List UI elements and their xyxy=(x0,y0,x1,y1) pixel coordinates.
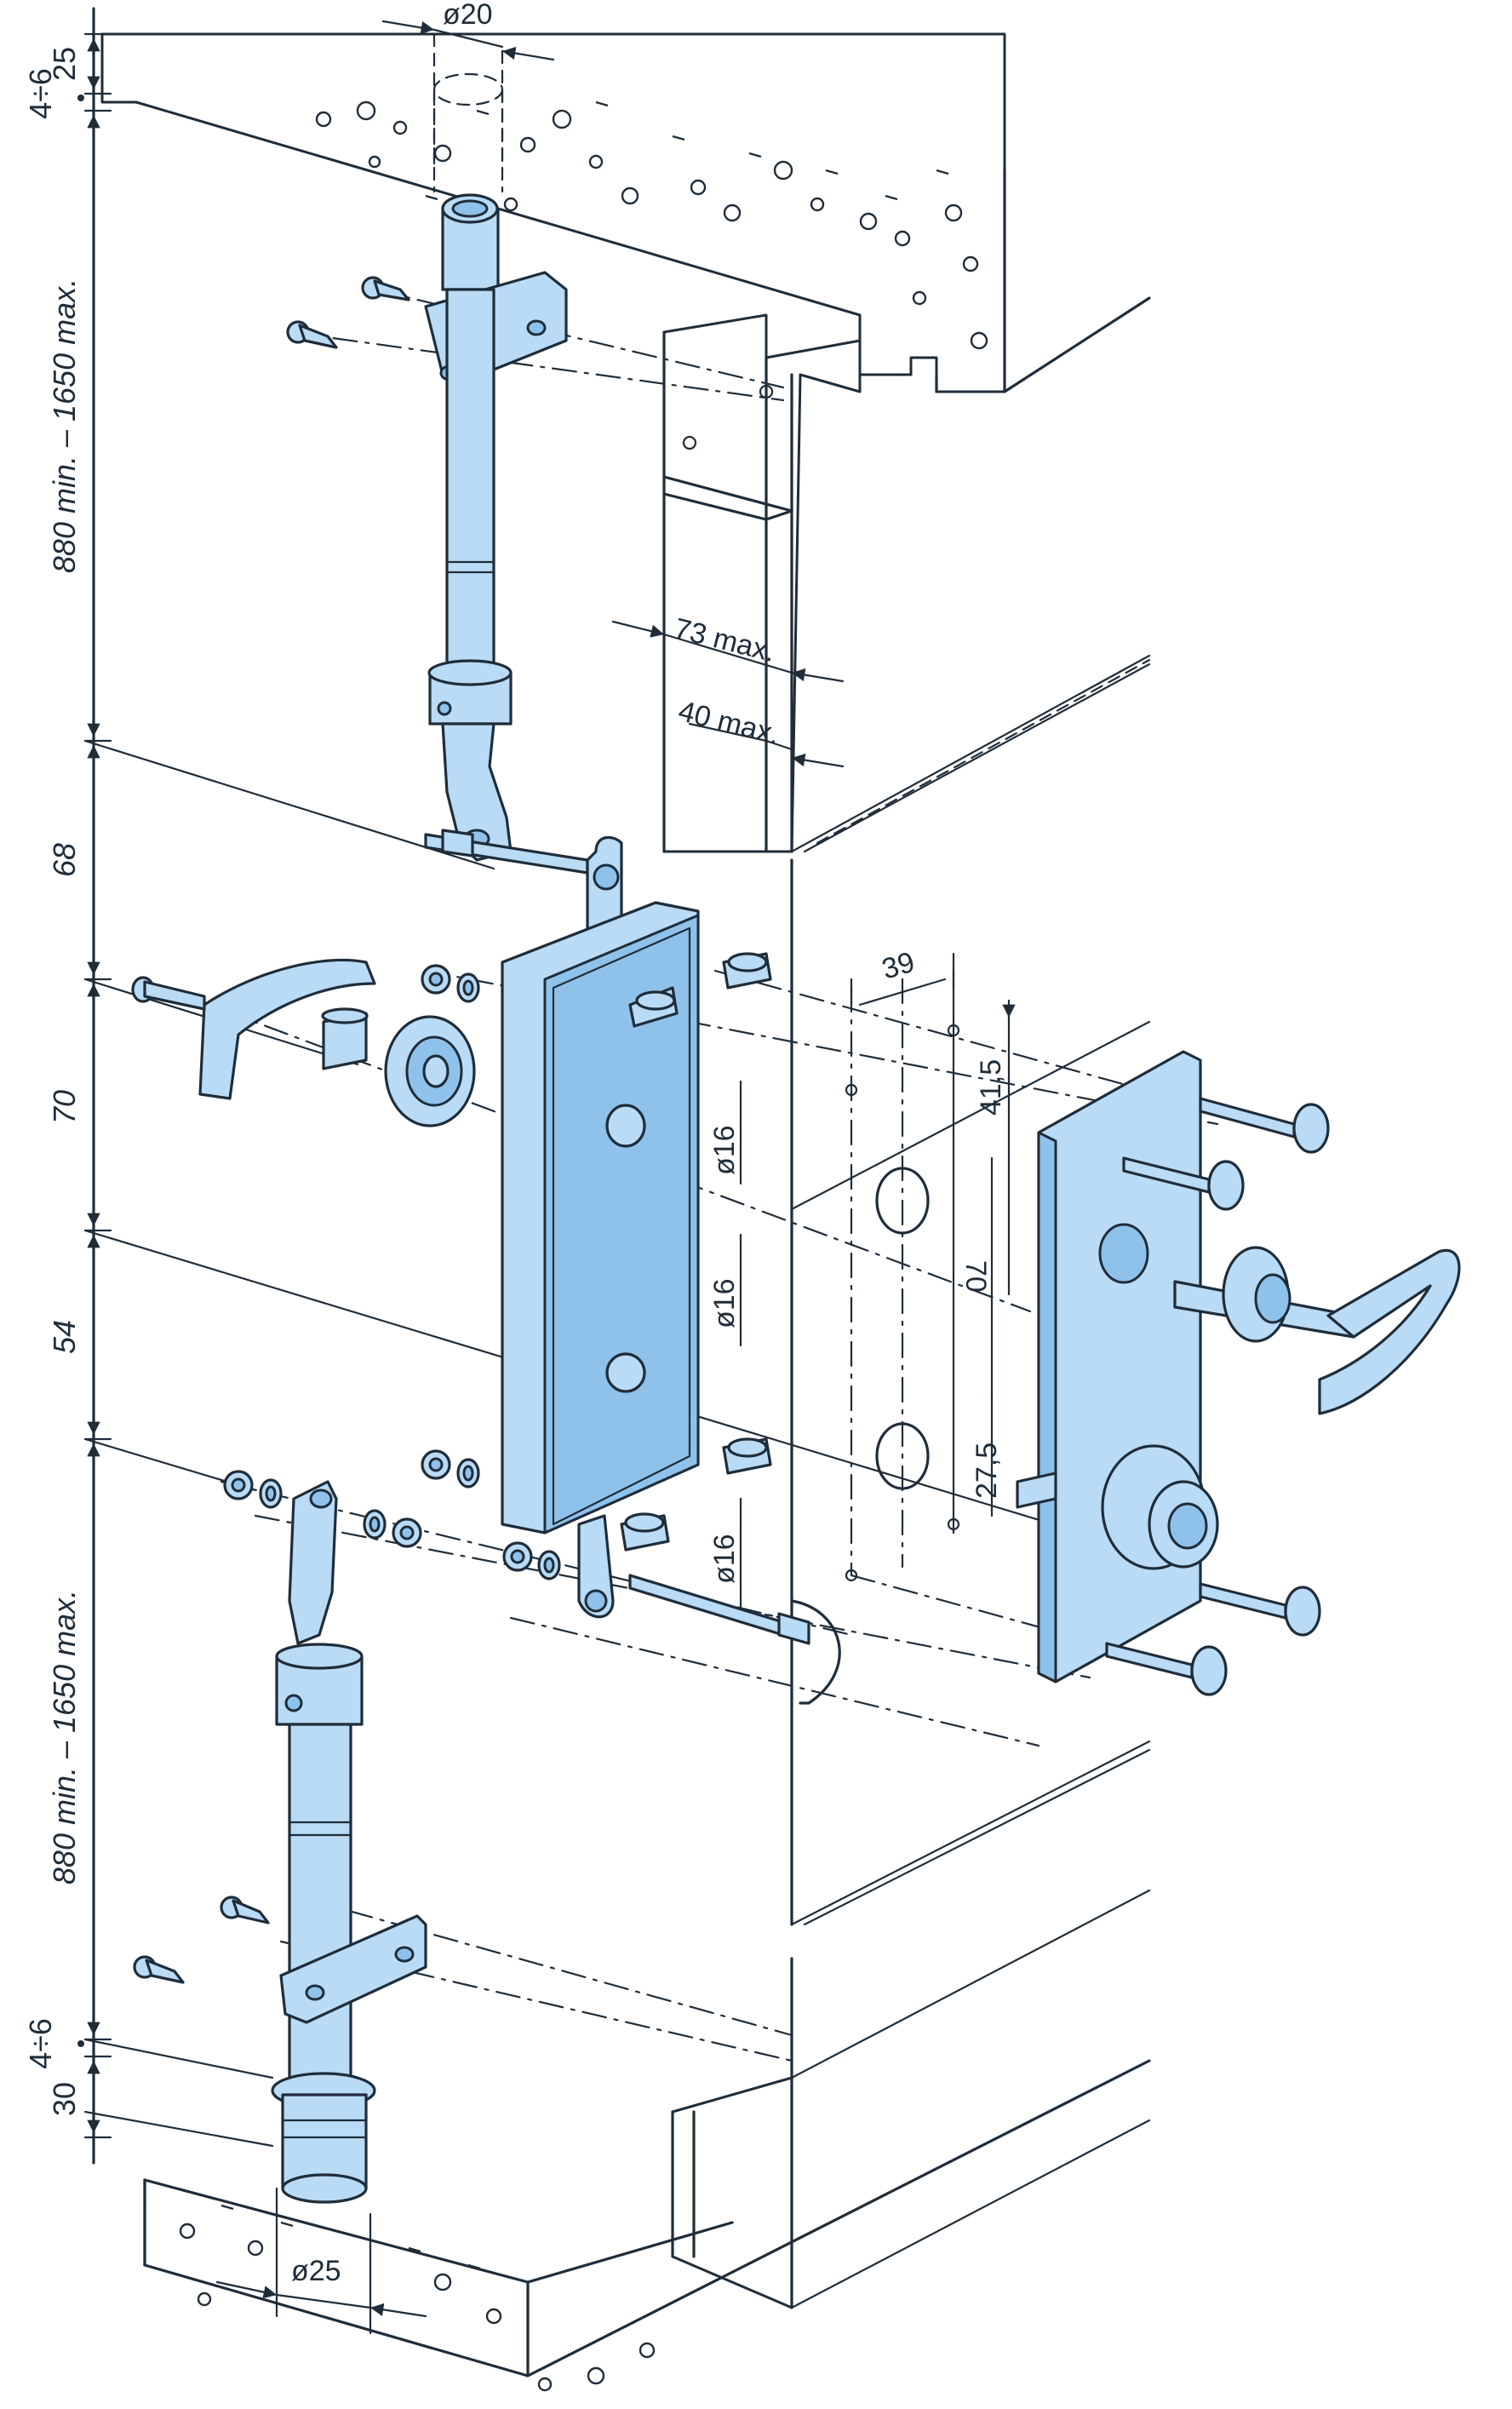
dim-bottom-gap: 30 xyxy=(47,2082,82,2116)
screw-top-1 xyxy=(361,276,410,301)
standoff-2 xyxy=(722,952,772,989)
dim-bottom-diameter: ø25 xyxy=(291,2255,341,2287)
outside-plate xyxy=(1016,1050,1202,1683)
bottom-screws xyxy=(133,1896,270,1984)
lower-rod-assembly xyxy=(271,1480,427,2204)
hole-pattern-dimensions: 39 41,5 70 27,5 ø16 ø16 ø16 xyxy=(708,946,1016,1620)
left-t-handle xyxy=(198,958,376,1100)
dim-spacing-39: 39 xyxy=(879,946,919,986)
screw-top-2 xyxy=(286,320,338,349)
dim-bottom-tolerance: 4÷6 xyxy=(23,2018,58,2069)
dim-top-diameter: ø20 xyxy=(443,0,493,31)
dim-hole-d16-a: ø16 xyxy=(708,1125,741,1175)
right-t-handle xyxy=(1173,1246,1461,1415)
dim-hole-d16-c: ø16 xyxy=(708,1534,741,1584)
rosette xyxy=(384,1015,476,1127)
key-cylinder xyxy=(1101,1444,1219,1570)
lower-strap xyxy=(577,1514,615,1619)
dim-hole-70: 70 xyxy=(959,1260,992,1293)
lock-case xyxy=(501,901,772,1552)
dim-seg-70: 70 xyxy=(47,1090,82,1124)
dim-seg-54: 54 xyxy=(47,1320,82,1354)
bottom-diameter-dimension: ø25 xyxy=(215,2187,427,2335)
dim-upper-rod-length: 880 min. – 1650 max. xyxy=(47,278,82,573)
standoff-4 xyxy=(620,1512,670,1552)
lower-threaded-bolt xyxy=(628,1574,810,1645)
upper-rod-assembly xyxy=(424,72,568,862)
dim-hole-41-5: 41,5 xyxy=(975,1059,1007,1116)
door-holes xyxy=(682,384,960,1582)
dim-seg-68: 68 xyxy=(47,843,82,877)
dim-hole-d16-b: ø16 xyxy=(708,1278,741,1328)
dim-top-tolerance: 4÷6 xyxy=(23,68,58,119)
dim-lower-rod-length: 880 min. – 1650 max. xyxy=(47,1590,82,1884)
left-long-screw xyxy=(131,976,206,1011)
concrete-texture xyxy=(179,100,988,2392)
vertical-dimension-chain xyxy=(77,7,112,2165)
dimension-labels: 25 4÷6 880 min. – 1650 max. 68 70 54 880… xyxy=(23,47,82,2116)
dim-top-gap: 25 xyxy=(47,47,82,81)
standoff-1 xyxy=(628,986,679,1028)
nuts-washers xyxy=(223,964,561,1580)
right-screws xyxy=(1105,1097,1330,1696)
standoff-3 xyxy=(722,1437,772,1475)
top-screws xyxy=(286,276,410,349)
dim-hole-27-5: 27,5 xyxy=(971,1443,1003,1499)
